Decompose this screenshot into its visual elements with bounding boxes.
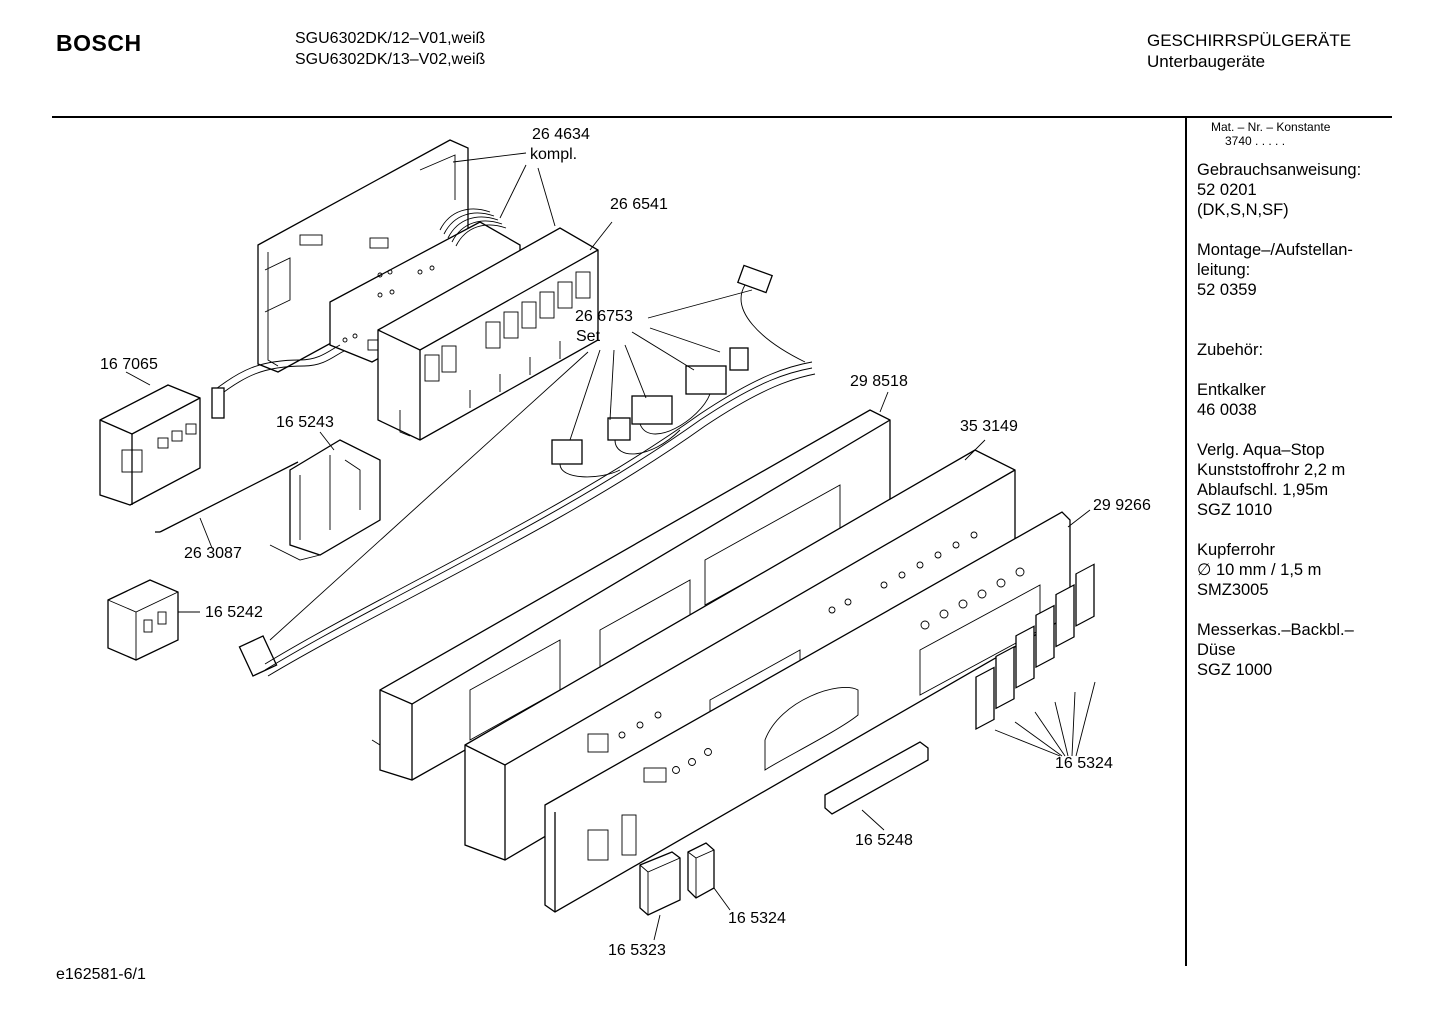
label-264634-note: kompl.: [530, 146, 578, 163]
switch-component-part: [107, 579, 179, 661]
program-buttons-part: [975, 563, 1095, 731]
mat-label: Mat. – Nr. – Konstante: [1211, 120, 1331, 134]
label-266753-note: Set: [576, 328, 601, 345]
label-266753: 26 6753: [575, 308, 633, 325]
label-298518: 29 8518: [850, 373, 908, 390]
note-line: SGZ 1010: [1197, 501, 1273, 519]
note-line: ∅ 10 mm / 1,5 m: [1197, 561, 1322, 579]
note-manual: Gebrauchsanweisung: 52 0201 (DK,S,N,SF): [1197, 160, 1387, 220]
main-switch-part: [639, 851, 681, 916]
header-divider: [52, 116, 1392, 118]
label-165324-bottom: 16 5324: [728, 910, 786, 927]
cover-strip-part: [824, 741, 929, 815]
note-line: Kunststoffrohr 2,2 m: [1197, 461, 1346, 479]
circuit-board-part: [329, 221, 521, 363]
note-accessories: Zubehör:: [1197, 340, 1387, 360]
note-line: Entkalker: [1197, 381, 1266, 399]
label-299266: 29 9266: [1093, 497, 1151, 514]
note-line: (DK,S,N,SF): [1197, 201, 1289, 219]
connector-plug: [211, 387, 225, 419]
note-line: Verlg. Aqua–Stop: [1197, 441, 1325, 459]
note-line: 52 0201: [1197, 181, 1257, 199]
note-copper-pipe: Kupferrohr ∅ 10 mm / 1,5 m SMZ3005: [1197, 540, 1387, 600]
note-line: 52 0359: [1197, 281, 1257, 299]
note-line: SMZ3005: [1197, 581, 1269, 599]
drawing-code: e162581-6/1: [56, 966, 146, 983]
label-353149: 35 3149: [960, 418, 1018, 435]
label-165242: 16 5242: [205, 604, 263, 621]
note-nozzle: Messerkas.–Backbl.– Düse SGZ 1000: [1197, 620, 1387, 680]
bracket-part: [269, 439, 381, 561]
note-descaler: Entkalker 46 0038: [1197, 380, 1387, 420]
mat-value: 3740 . . . . .: [1225, 134, 1286, 148]
label-264634: 26 4634: [532, 126, 590, 143]
category-title: GESCHIRRSPÜLGERÄTE: [1147, 31, 1352, 50]
label-165323: 16 5323: [608, 942, 666, 959]
brand-logo: BOSCH: [56, 30, 142, 56]
leader-lines: [125, 152, 1096, 941]
label-263087: 26 3087: [184, 545, 242, 562]
note-line: Zubehör:: [1197, 341, 1264, 359]
model-line-2: SGU6302DK/13–V02,weiß: [295, 51, 486, 68]
label-165248: 16 5248: [855, 832, 913, 849]
note-line: Kupferrohr: [1197, 541, 1275, 559]
category-subtitle: Unterbaugeräte: [1147, 52, 1266, 71]
note-line: 46 0038: [1197, 401, 1257, 419]
rod-part: [159, 461, 299, 533]
wiring-set-part: [238, 264, 816, 677]
label-165243: 16 5243: [276, 414, 334, 431]
label-167065: 16 7065: [100, 356, 158, 373]
note-line: Ablaufschl. 1,95m: [1197, 481, 1329, 499]
start-button-part: [687, 842, 715, 899]
note-line: Messerkas.–Backbl.–: [1197, 621, 1354, 639]
sidebar-notes: Mat. – Nr. – Konstante 3740 . . . . . Ge…: [1197, 120, 1387, 700]
model-line-1: SGU6302DK/12–V01,weiß: [295, 30, 486, 47]
label-266541: 26 6541: [610, 196, 668, 213]
note-line: SGZ 1000: [1197, 661, 1273, 679]
sidebar-divider: [1185, 116, 1187, 966]
display-unit-part: [99, 384, 201, 506]
note-line: leitung:: [1197, 261, 1251, 279]
rear-housing-part: [257, 139, 469, 373]
ribbon-cable-part: [439, 208, 507, 247]
note-line: Gebrauchsanweisung:: [1197, 161, 1362, 179]
note-aquastop: Verlg. Aqua–Stop Kunststoffrohr 2,2 m Ab…: [1197, 440, 1387, 520]
control-module-part: [377, 227, 599, 441]
note-installation: Montage–/Aufstellan- leitung: 52 0359: [1197, 240, 1387, 300]
note-line: Montage–/Aufstellan-: [1197, 241, 1353, 259]
label-165324-right: 16 5324: [1055, 755, 1113, 772]
note-line: Düse: [1197, 641, 1236, 659]
exploded-diagram: [99, 139, 1096, 941]
